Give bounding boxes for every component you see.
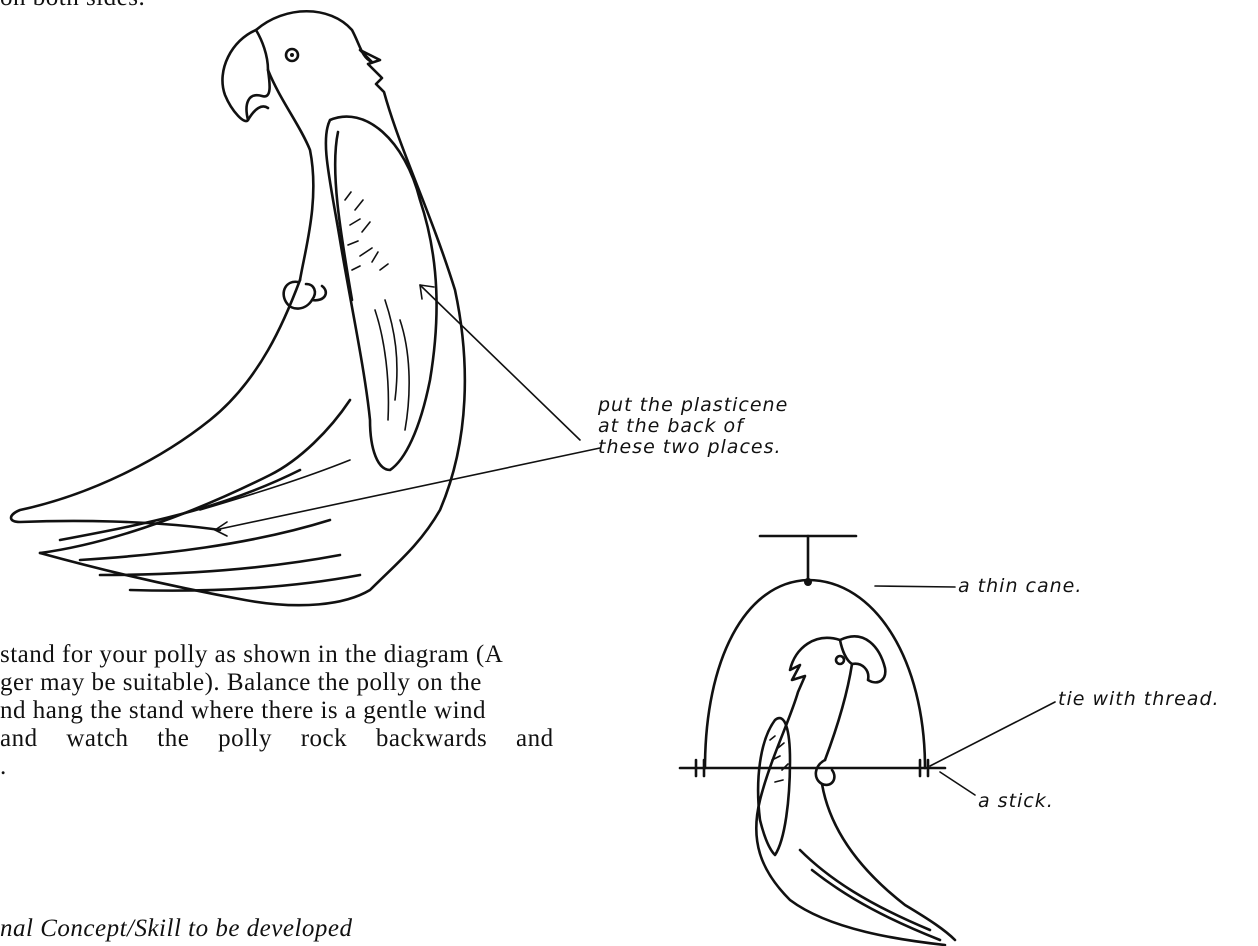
section-heading: nal Concept/Skill to be developed bbox=[0, 915, 353, 943]
stick-label: a stick. bbox=[978, 790, 1054, 812]
paragraph-line-4: and watch the polly rock backwards and bbox=[0, 725, 680, 753]
paragraph-line-1: stand for your polly as shown in the dia… bbox=[0, 641, 680, 669]
instruction-paragraph: stand for your polly as shown in the dia… bbox=[0, 641, 680, 781]
paragraph-line-3: nd hang the stand where there is a gentl… bbox=[0, 697, 680, 725]
plasticene-label-line-1: put the plasticene bbox=[598, 395, 788, 416]
plasticene-label: put the plasticene at the back of these … bbox=[598, 395, 788, 458]
paragraph-line-5: . bbox=[0, 753, 680, 781]
paragraph-line-2: ger may be suitable). Balance the polly … bbox=[0, 669, 680, 697]
parrot-drawing-small bbox=[756, 636, 955, 945]
thread-label: tie with thread. bbox=[1058, 688, 1220, 710]
parrot-drawing-large bbox=[11, 11, 465, 605]
thin-cane-label: a thin cane. bbox=[958, 575, 1082, 597]
plasticene-label-line-3: these two places. bbox=[598, 437, 788, 458]
plasticene-label-line-2: at the back of bbox=[598, 416, 788, 437]
